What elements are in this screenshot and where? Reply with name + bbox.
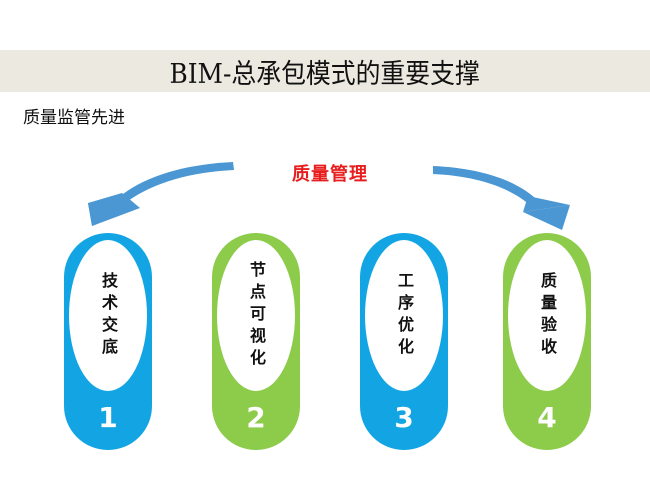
step-4-ellipse: 质量验收: [508, 240, 586, 391]
step-2-pill: 节点可视化 2: [212, 233, 300, 450]
step-1-ellipse: 技术交底: [69, 240, 147, 391]
step-4-label: 质量验收: [538, 271, 557, 360]
slide-subtitle: 质量监管先进: [23, 108, 125, 128]
step-2-ellipse: 节点可视化: [217, 240, 295, 391]
step-1-pill: 技术交底 1: [64, 233, 152, 450]
step-4-number: 4: [537, 401, 557, 434]
center-label: 质量管理: [292, 164, 368, 185]
slide-title: BIM-总承包模式的重要支撑: [169, 58, 481, 90]
step-3-ellipse: 工序优化: [365, 240, 443, 391]
step-3-pill: 工序优化 3: [360, 233, 448, 450]
step-4-pill: 质量验收 4: [503, 233, 591, 450]
step-1-label: 技术交底: [99, 271, 118, 360]
step-2-number: 2: [246, 401, 266, 434]
step-1-number: 1: [98, 401, 118, 434]
step-3-number: 3: [394, 401, 414, 434]
title-band: BIM-总承包模式的重要支撑: [0, 50, 650, 92]
left-curved-arrow-icon: [88, 162, 234, 226]
step-3-label: 工序优化: [395, 271, 414, 360]
step-2-label: 节点可视化: [247, 260, 266, 371]
right-curved-arrow-icon: [433, 166, 570, 230]
